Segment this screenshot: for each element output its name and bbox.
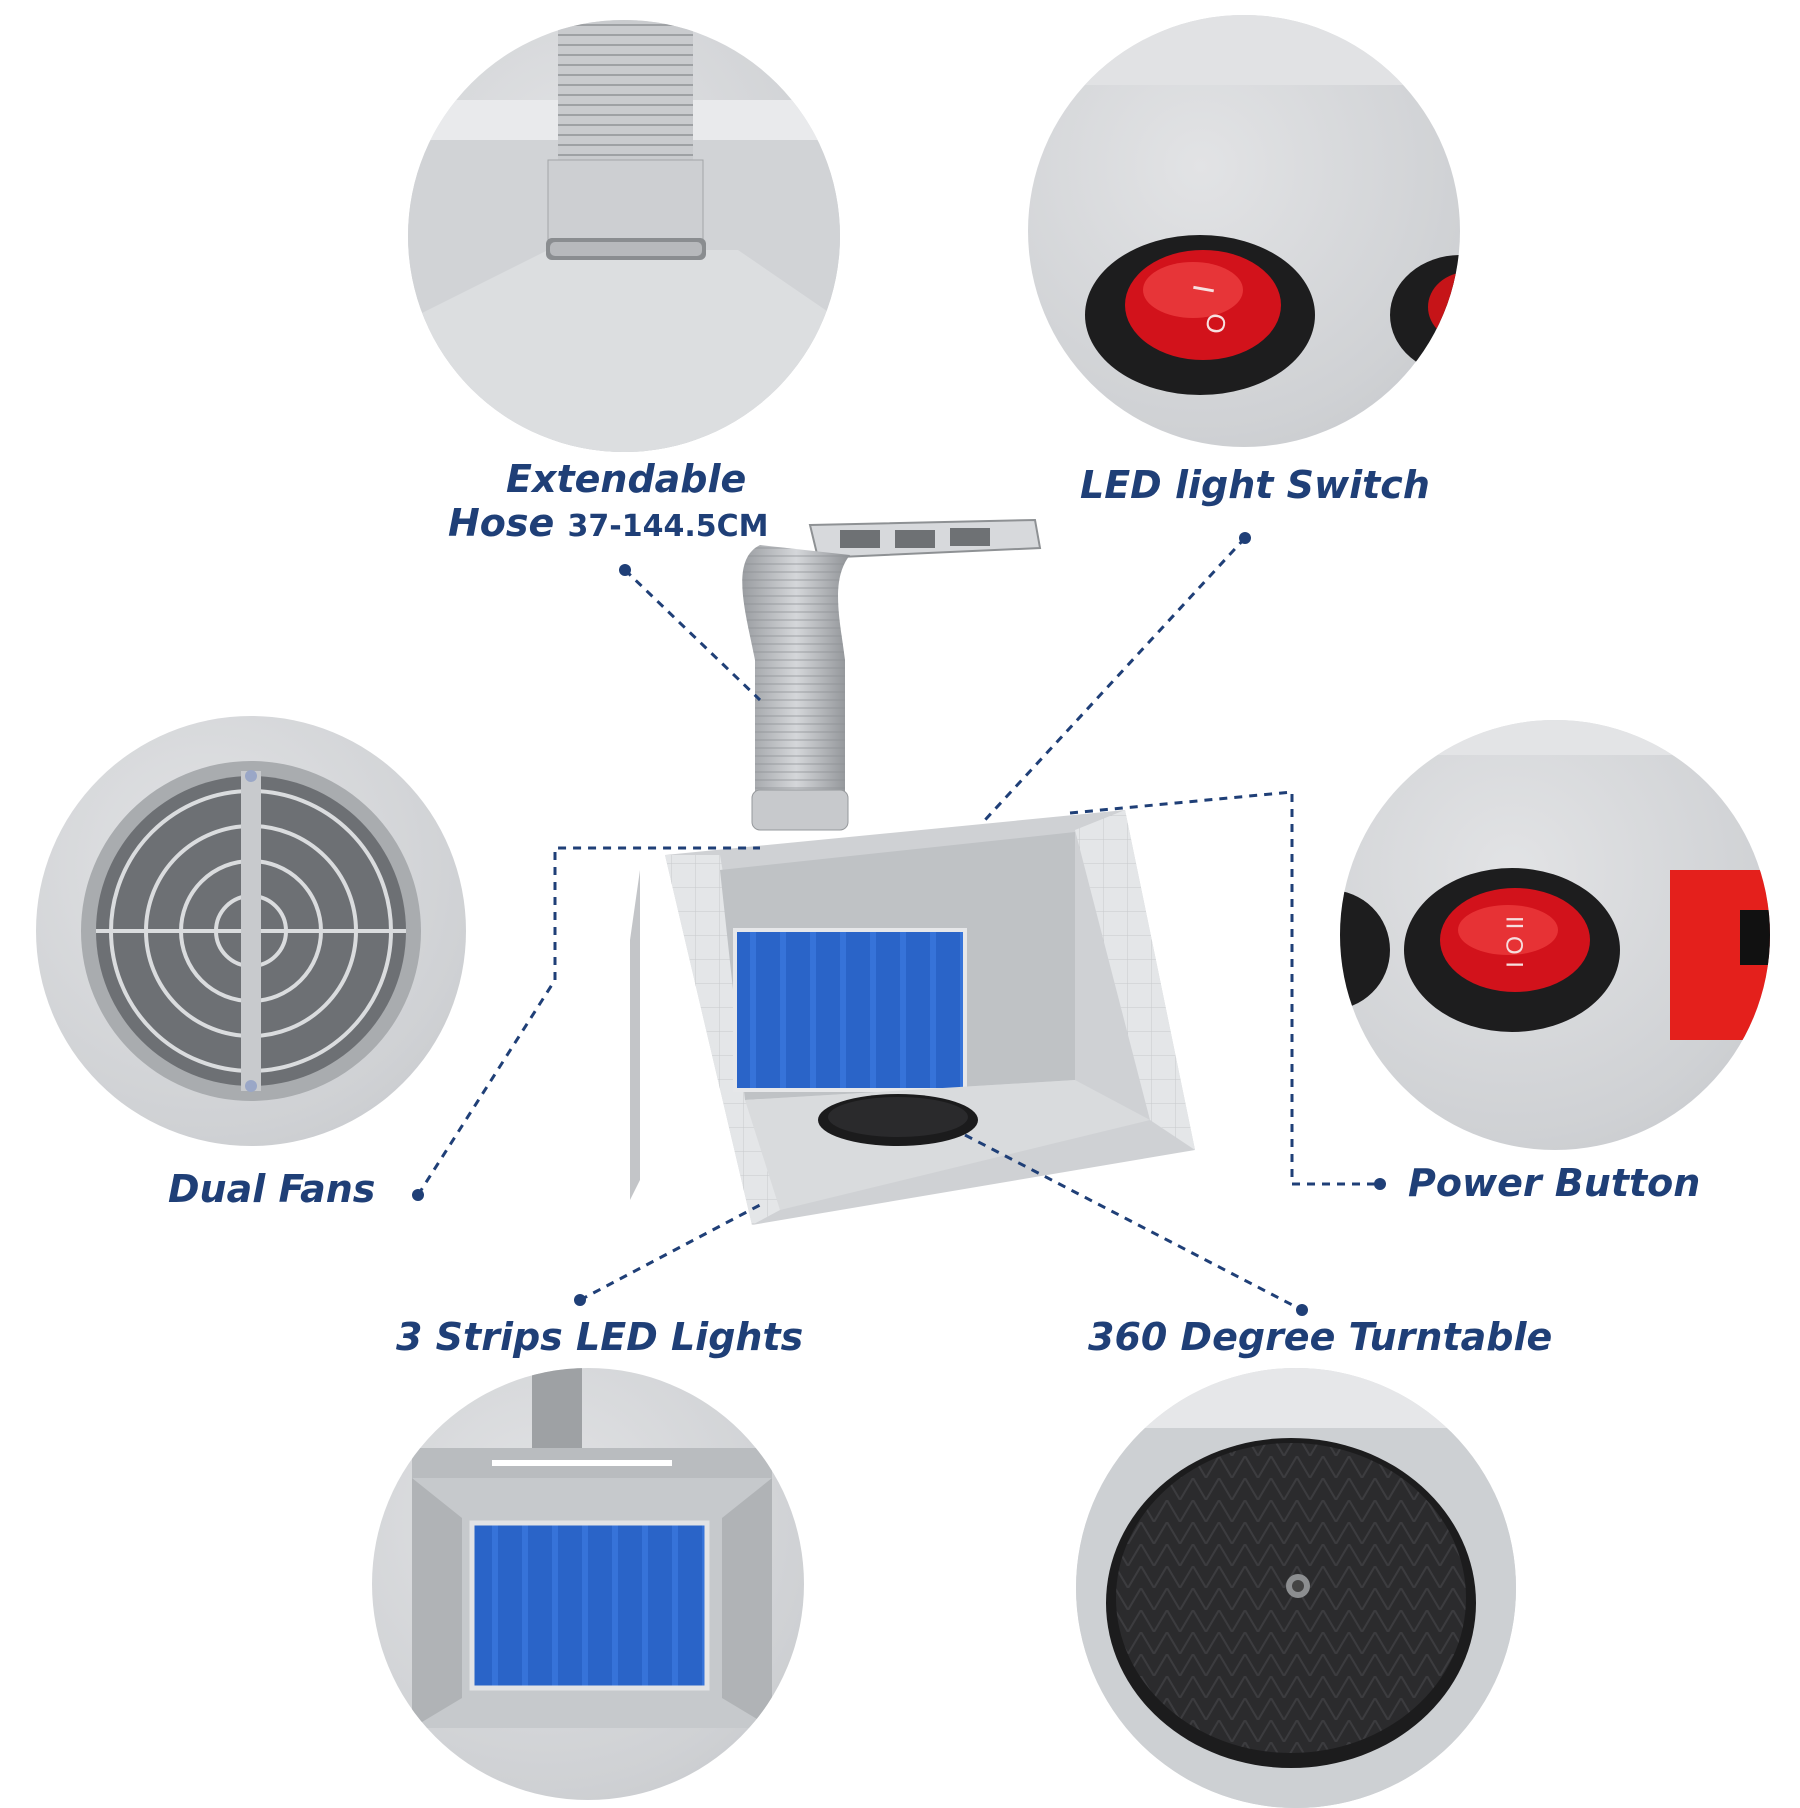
- dual-fans-label: Dual Fans: [168, 1167, 376, 1211]
- spray-booth: [630, 810, 1195, 1225]
- led-switch-circle: I O: [1028, 15, 1460, 447]
- power-switch-marks: I O II: [1502, 916, 1529, 968]
- hose-callout-line: [623, 568, 762, 702]
- power-button-circle: I O II: [1340, 720, 1770, 1150]
- turntable-label: 360 Degree Turntable: [1088, 1315, 1553, 1359]
- hose-nozzle: [808, 518, 1042, 560]
- callout-lines: [416, 536, 1380, 1312]
- led-switch-label: LED light Switch: [1080, 463, 1430, 507]
- fans-callout-line: [416, 846, 760, 1196]
- hose-range-text: 37-144.5CM: [567, 508, 769, 544]
- turntable-callout-line: [964, 1133, 1303, 1312]
- led-strips-label: 3 Strips LED Lights: [396, 1315, 804, 1359]
- strips-callout-line: [579, 1203, 761, 1302]
- switch-callout-line: [983, 536, 1247, 822]
- led-strips-circle: [372, 1368, 804, 1800]
- power-callout-line: [1069, 790, 1380, 1186]
- dual-fans-circle: [36, 716, 466, 1146]
- turntable-circle: [1076, 1368, 1516, 1808]
- power-button-label: Power Button: [1408, 1161, 1701, 1205]
- callout-dots: [412, 532, 1386, 1316]
- filter-panel: [733, 928, 967, 1092]
- hose-detail-circle: [408, 20, 840, 452]
- hose-label-line2: Hose: [448, 500, 555, 545]
- extendable-hose: [742, 545, 850, 831]
- hose-label: Extendable Hose 37-144.5CM: [448, 457, 769, 545]
- hose-label-line1: Extendable: [506, 457, 747, 501]
